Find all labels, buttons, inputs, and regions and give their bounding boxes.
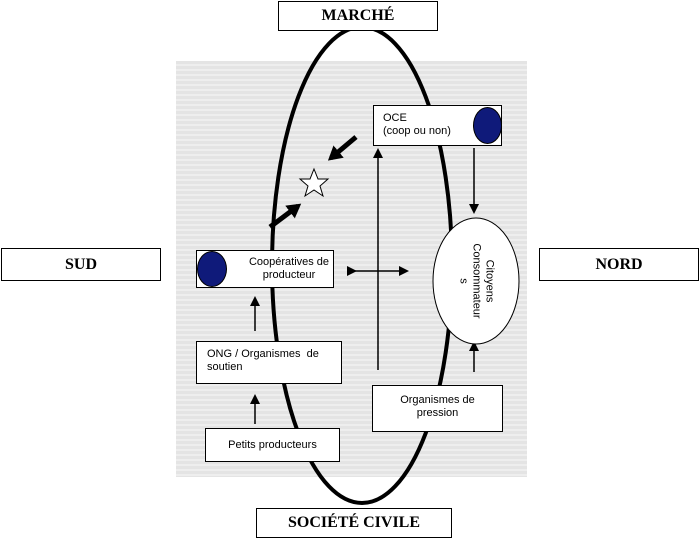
- label-sud: SUD: [1, 248, 161, 281]
- cooperatives-label-line2: producteur: [262, 269, 316, 281]
- citoyens-label: Citoyens Consommateur s: [457, 236, 496, 326]
- ong-label-line1: ONG / Organismes de: [207, 348, 319, 360]
- label-societe-civile: SOCIÉTÉ CIVILE: [256, 508, 452, 538]
- petits-producteurs-label: Petits producteurs: [228, 438, 317, 451]
- star-icon: [298, 167, 330, 198]
- organismes-pression-box: Organismes de pression: [372, 385, 503, 432]
- ong-box: ONG / Organismes de soutien: [196, 341, 342, 384]
- label-nord: NORD: [539, 248, 699, 281]
- oce-label-line2: (coop ou non): [383, 125, 451, 137]
- organismes-label-line2: pression: [416, 407, 459, 419]
- citoyens-label-line3: s: [457, 278, 470, 284]
- oce-dot: [473, 107, 502, 144]
- citoyens-label-line1: Citoyens: [483, 259, 496, 303]
- cooperatives-dot: [197, 251, 227, 287]
- cooperatives-label-line1: Coopératives de: [248, 256, 330, 268]
- organismes-label-line1: Organismes de: [400, 394, 475, 406]
- label-marche: MARCHÉ: [278, 1, 438, 31]
- citoyens-label-line2: Consommateur: [470, 243, 483, 319]
- bold-arrow-from-cooperatives: [268, 203, 302, 229]
- petits-producteurs-box: Petits producteurs: [205, 428, 340, 462]
- ong-label-line2: soutien: [207, 361, 243, 373]
- bold-arrow-from-oce: [327, 135, 358, 161]
- oce-label-line1: OCE: [383, 112, 407, 124]
- citoyens-ellipse: [432, 217, 520, 345]
